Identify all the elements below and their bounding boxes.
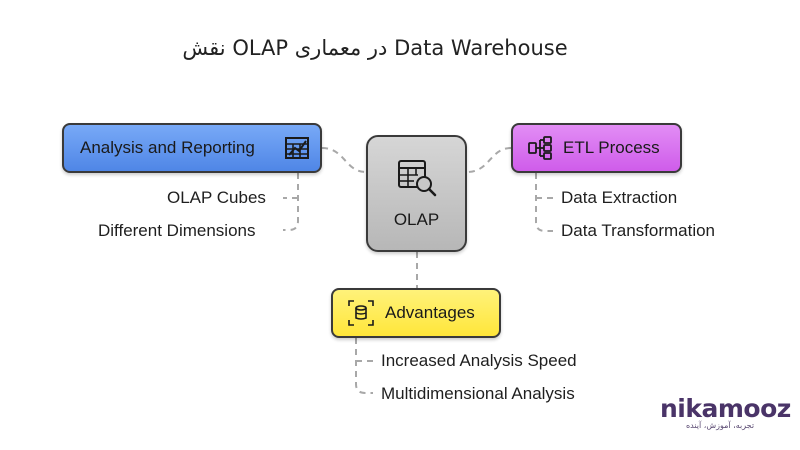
spreadsheet-chart-icon [284,135,310,161]
etl-item-data-extraction: Data Extraction [561,188,678,207]
etl-process-label: ETL Process [563,138,660,157]
connector-analysis-items [283,173,299,231]
etl-process-node[interactable]: ETL Process [511,123,682,173]
olap-center-label: OLAP [393,209,440,229]
advantages-item-multidimensional: Multidimensional Analysis [381,384,575,403]
database-expand-icon [347,299,375,327]
connector-analysis-olap [321,147,367,173]
analysis-item-olap-cubes: OLAP Cubes [167,188,266,207]
connector-etl-olap [466,147,512,173]
logo-name: nikamooz [660,394,791,423]
analysis-item-different-dimensions: Different Dimensions [98,221,256,240]
nikamooz-logo: nikamooz تجربه، آموزش، آینده [660,394,791,430]
diagram-title: نقش OLAP در معماری Data Warehouse [182,36,568,60]
advantages-label: Advantages [385,303,475,322]
logo-tagline: تجربه، آموزش، آینده [685,421,755,430]
analysis-reporting-label: Analysis and Reporting [80,138,255,157]
table-search-icon [396,158,438,198]
olap-center-node[interactable]: OLAP [366,135,467,252]
analysis-reporting-node[interactable]: Analysis and Reporting [62,123,322,173]
connector-advantages-items [355,338,373,394]
advantages-node[interactable]: Advantages [331,288,501,338]
pipeline-flow-icon [527,135,553,161]
advantages-item-increased-speed: Increased Analysis Speed [381,351,577,370]
connector-etl-items [535,173,553,232]
etl-item-data-transformation: Data Transformation [561,221,716,240]
